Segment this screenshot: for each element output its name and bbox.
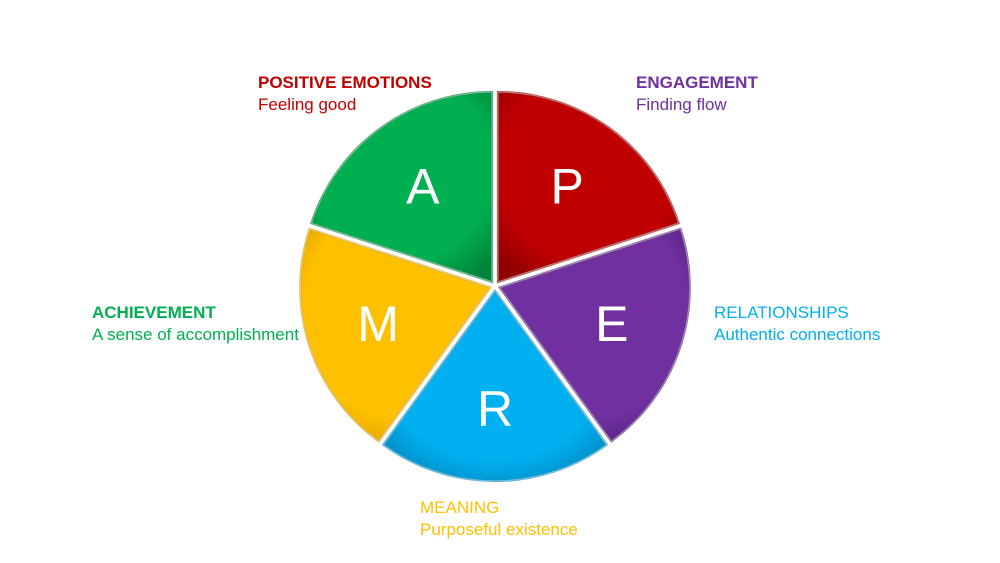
callout-positive-emotions: POSITIVE EMOTIONS Feeling good xyxy=(258,72,432,116)
callout-meaning: MEANING Purposeful existence xyxy=(420,497,578,541)
segment-rim-achievement xyxy=(310,91,493,283)
positive-emotions-description: Feeling good xyxy=(258,95,357,114)
segment-letter-engagement: E xyxy=(595,296,628,352)
callout-achievement: ACHIEVEMENT A sense of accomplishment xyxy=(92,302,299,346)
relationships-title: RELATIONSHIPS xyxy=(714,303,849,322)
segment-meaning xyxy=(299,227,492,443)
callout-engagement: ENGAGEMENT Finding flow xyxy=(636,72,758,116)
segment-achievement xyxy=(310,90,494,284)
achievement-title: ACHIEVEMENT xyxy=(92,303,216,322)
segment-relationships xyxy=(381,289,609,482)
meaning-description: Purposeful existence xyxy=(420,520,578,539)
meaning-title: MEANING xyxy=(420,498,500,517)
callout-relationships: RELATIONSHIPS Authentic connections xyxy=(714,302,880,346)
relationships-description: Authentic connections xyxy=(714,325,881,344)
segment-positive-emotions xyxy=(496,90,680,284)
segment-rim-positive-emotions xyxy=(497,91,680,283)
engagement-description: Finding flow xyxy=(636,95,727,114)
segment-rim-engagement xyxy=(498,227,691,443)
segment-letter-relationships: R xyxy=(477,381,513,437)
segment-rim-meaning xyxy=(299,227,492,443)
segment-letter-meaning: M xyxy=(357,296,399,352)
positive-emotions-title: POSITIVE EMOTIONS xyxy=(258,73,432,92)
segment-letter-positive-emotions: P xyxy=(551,159,584,215)
achievement-description: A sense of accomplishment xyxy=(92,325,299,344)
segment-engagement xyxy=(498,227,691,443)
segment-letter-achievement: A xyxy=(406,159,440,215)
engagement-title: ENGAGEMENT xyxy=(636,73,758,92)
segment-rim-relationships xyxy=(382,289,608,482)
